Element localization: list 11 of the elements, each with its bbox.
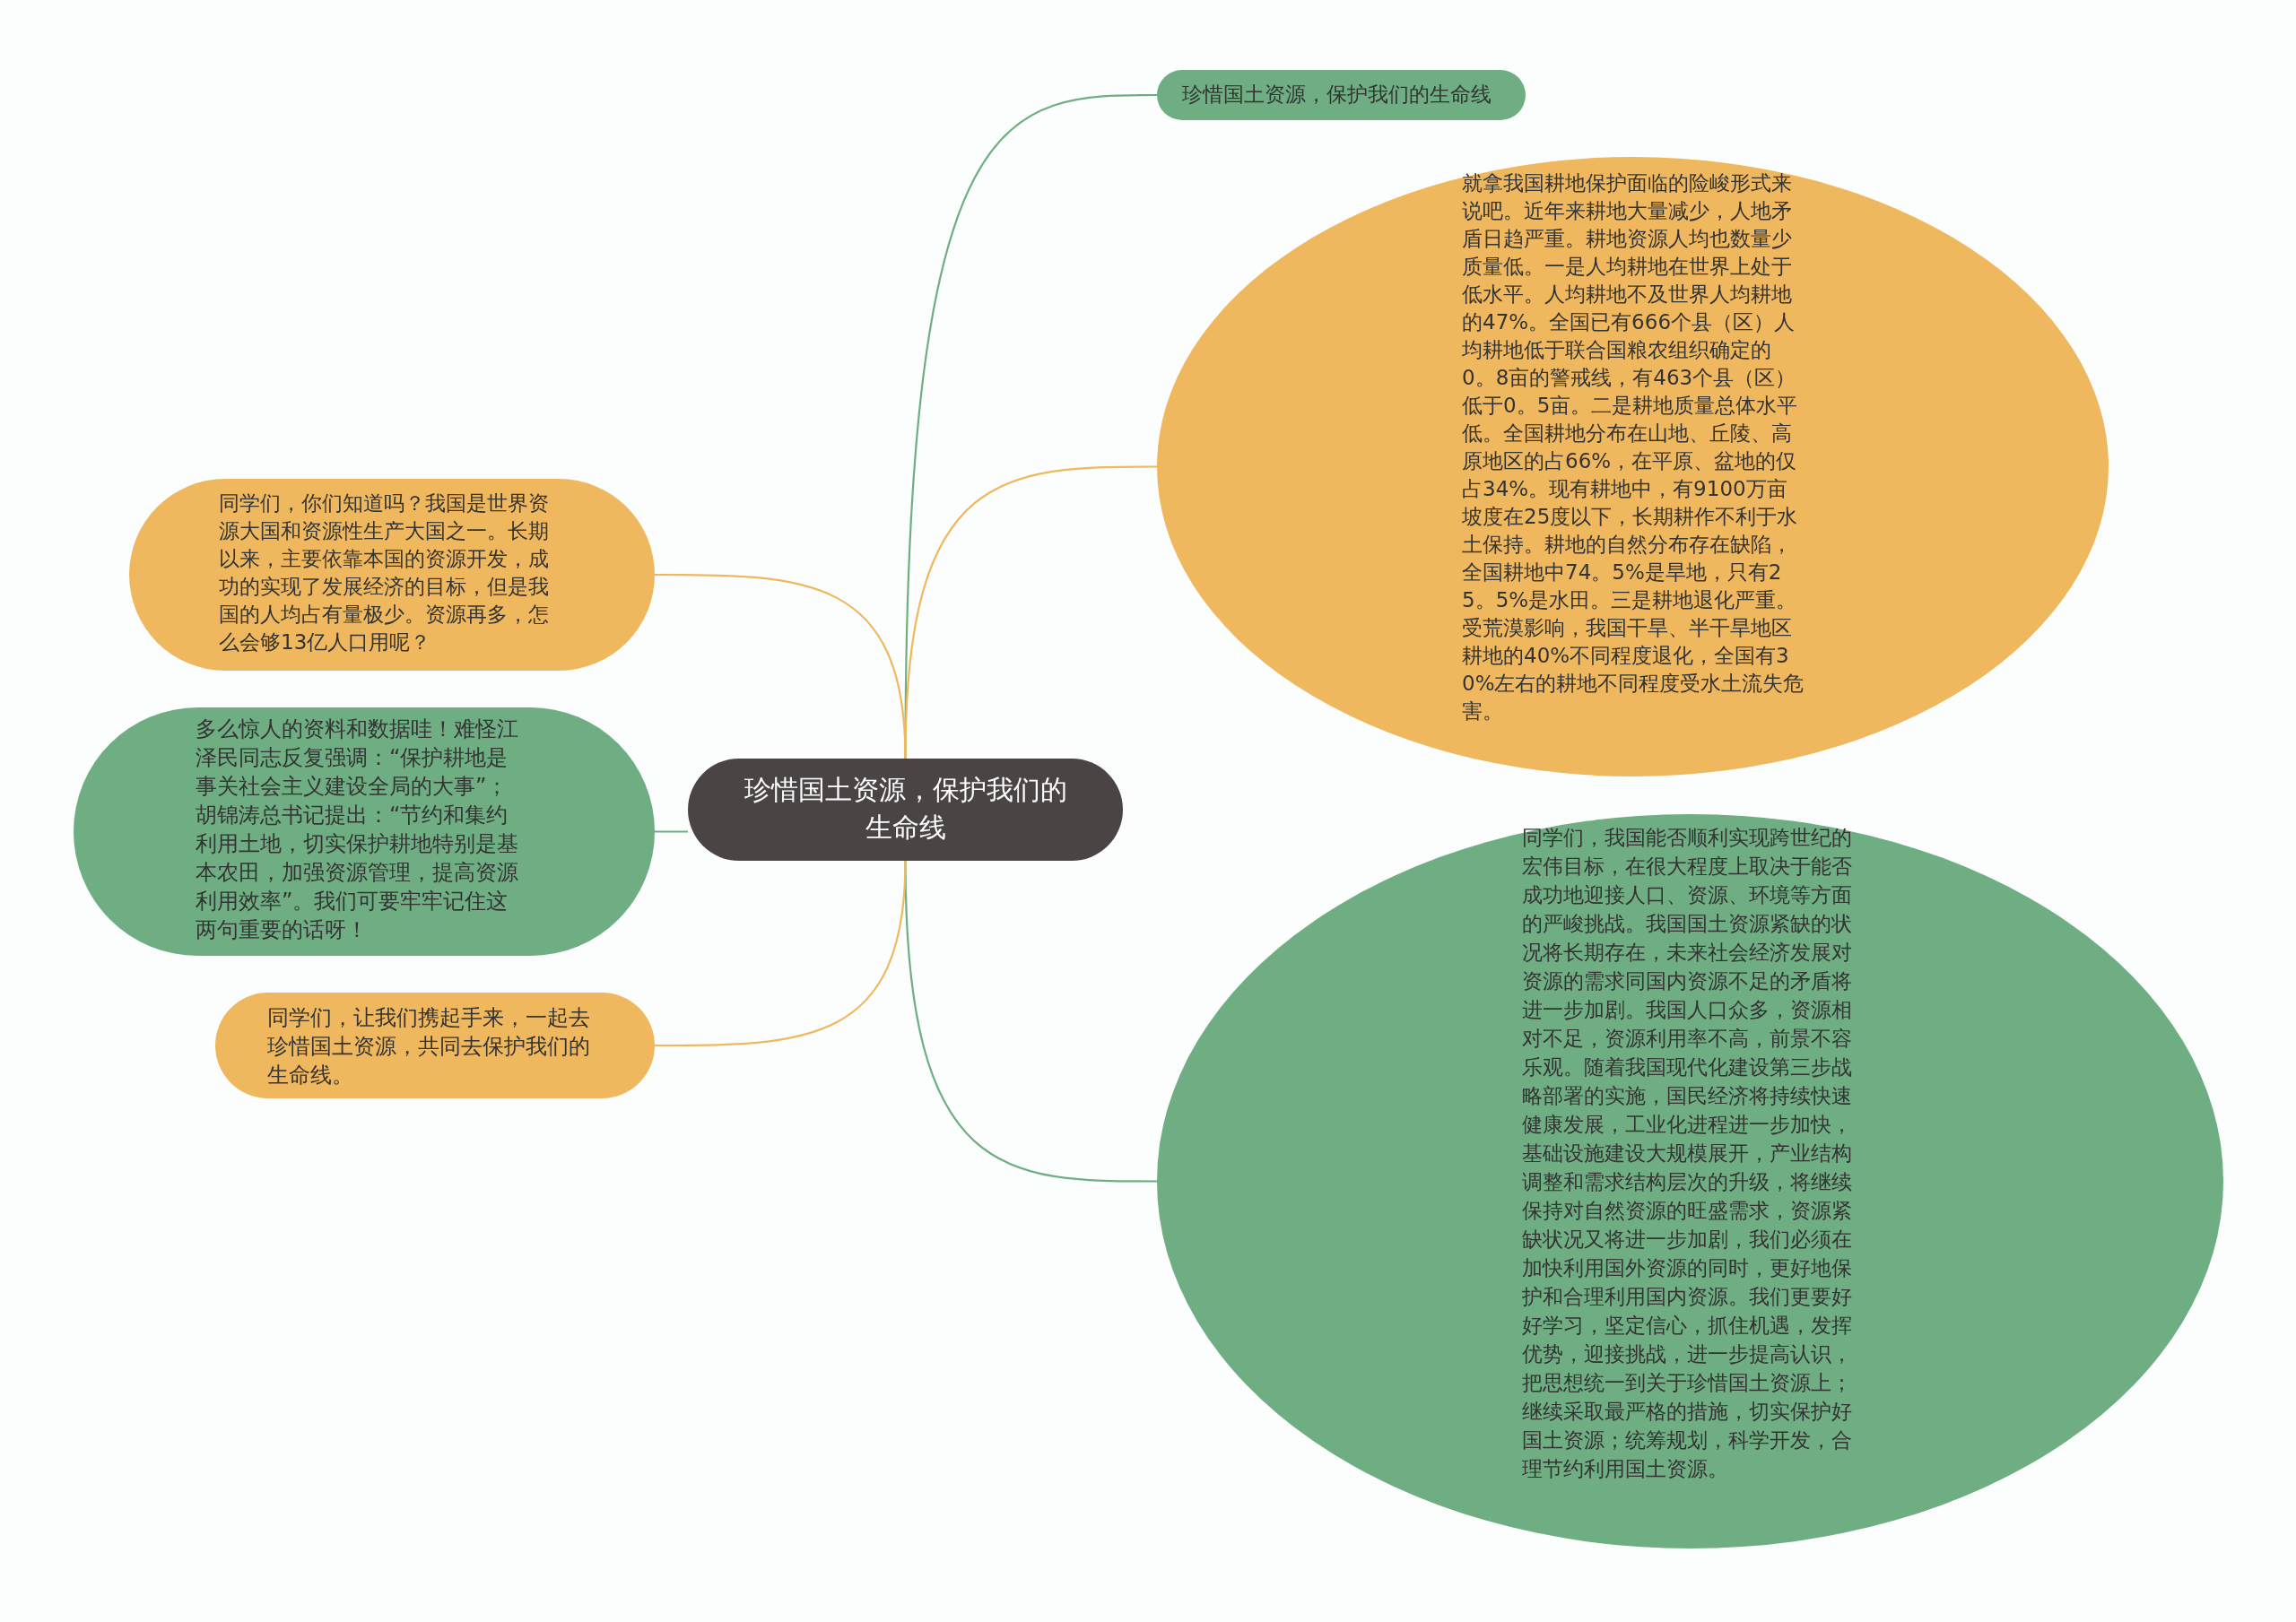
topic-text: 同学们，让我们携起手来，一起去珍惜国土资源，共同去保护我们的生命线。	[267, 1004, 591, 1089]
connector-line	[655, 830, 688, 833]
connector-line	[655, 860, 907, 1047]
topic-text: 就拿我国耕地保护面临的险峻形式来说吧。近年来耕地大量减少，人地矛盾日趋严重。耕地资源人均也数量少质量低。一是人均耕地在世界上处于低水平。人均耕地不及世界人均耕地的47%。全国已有666个县（区）人均耕地低于联合国粮农组织确定的0。8亩的警戒线，有463个县（区）低于0。5亩。二是耕地质量总体水平低。全国耕地分布在山地、丘陵、高原地区的占66%，在平原、盆地的仅占34%。现有耕地中，有9100万亩坡度在25度以下，长期耕作不利于水土保持。耕地的自然分布存在缺陷，全国耕地中74。5%是旱地，只有25。5%是水田。三是耕地退化严重。受荒漠影响，我国干旱、半干旱地区耕地的40%不同程度退化，全国有30%左右的耕地不同程度受水土流失危害。	[1462, 170, 1805, 724]
topic-text: 多么惊人的资料和数据哇！难怪江泽民同志反复强调：“保护耕地是事关社会主义建设全局的大事”；胡锦涛总书记提出：“节约和集约利用土地，切实保护耕地特别是基本农田，加强资源管理，提高资源利用效率”。我们可要牢牢记住这两句重要的话呀！	[196, 716, 519, 944]
topic-text: 同学们，你们知道吗？我国是世界资源大国和资源性生产大国之一。长期以来，主要依靠本国的资源开发，成功的实现了发展经济的目标，但是我国的人均占有量极少。资源再多，怎么会够13亿人口用呢？	[219, 490, 550, 655]
topic-text: 同学们，我国能否顺利实现跨世纪的宏伟目标，在很大程度上取决于能否成功地迎接人口、资源、环境等方面的严峻挑战。我国国土资源紧缺的状况将长期存在，未来社会经济发展对资源的需求同国内资源不足的矛盾将进一步加剧。我国人口众多，资源相对不足，资源利用率不高，前景不容乐观。随着我国现代化建设第三步战略部署的实施，国民经济将持续快速健康发展，工业化进程进一步加快，基础设施建设大规模展开，产业结构调整和需求结构层次的升级，将继续保持对自然资源的旺盛需求，资源紧缺状况又将进一步加剧，我们必须在加快利用国外资源的同时，更好地保护和合理利用国内资源。我们更要好好学习，坚定信心，抓住机遇，发挥优势，迎接挑战，进一步提高认识，把思想统一到关于珍惜国土资源上；继续采取最严格的措施，切实保护好国土资源；统筹规划，科学开发，合理节约利用国土资源。	[1522, 825, 1853, 1482]
pill-topic	[1157, 70, 1526, 120]
topic-text: 珍惜国土资源，保护我们的生命线	[743, 773, 1068, 845]
connector-line	[655, 573, 907, 759]
topic-text: 珍惜国土资源，保护我们的生命线	[1182, 82, 1492, 108]
